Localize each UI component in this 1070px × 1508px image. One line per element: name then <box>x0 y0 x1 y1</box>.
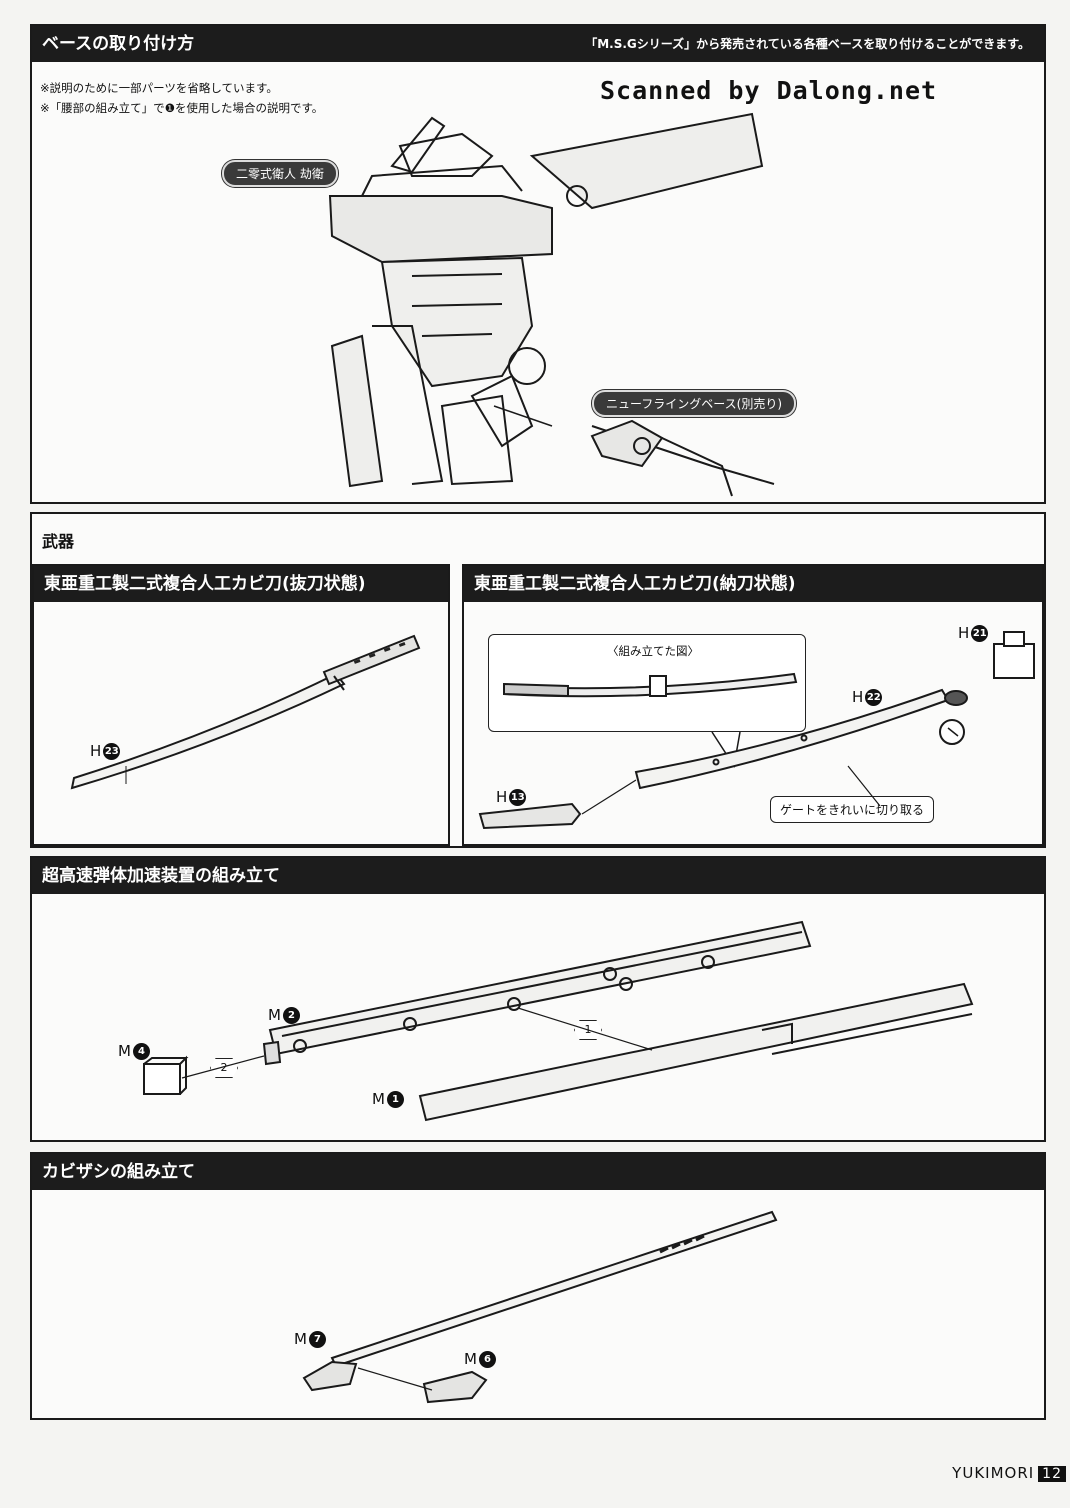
page-number: 12 <box>1038 1466 1066 1482</box>
kabizashi-header: カビザシの組み立て <box>32 1154 1044 1190</box>
accelerator-illustration <box>143 920 974 1122</box>
base-label: ニューフライングベース(別売り) <box>592 390 797 417</box>
footer-brand: YUKIMORI <box>952 1464 1035 1482</box>
base-section-title: ベースの取り付け方 <box>42 34 195 54</box>
part-number-badge: 21 <box>971 625 989 642</box>
drawn-sword-header: 東亜重工製二式複合人工カビ刀(抜刀状態) <box>34 566 448 602</box>
sheathed-sword-illustration <box>478 631 1035 830</box>
sheathed-sword-header: 東亜重工製二式複合人工カビ刀(納刀状態) <box>464 566 1042 602</box>
figure-label: 二零式衛人 劫衛 <box>222 160 338 187</box>
part-number-badge: 2 <box>282 1007 300 1024</box>
part-number-badge: 13 <box>509 789 527 806</box>
part-number-badge: 23 <box>103 743 121 760</box>
part-number-badge: 22 <box>865 689 883 706</box>
drawn-sword-illustration <box>70 634 421 790</box>
part-number-badge: 1 <box>386 1091 404 1108</box>
part-number-badge: 4 <box>132 1043 150 1060</box>
kabizashi-title: カビザシの組み立て <box>42 1162 195 1182</box>
mech-on-base-illustration <box>328 112 775 497</box>
accelerator-title: 超高速弾体加速装置の組み立て <box>42 866 280 886</box>
watermark: Scanned by Dalong.net <box>600 76 938 105</box>
note-line-1: ※説明のために一部パーツを省略しています。 <box>40 81 278 95</box>
assembly-step-2: 2 <box>210 1058 238 1078</box>
accelerator-header: 超高速弾体加速装置の組み立て <box>32 858 1044 894</box>
gate-note: ゲートをきれいに切り取る <box>770 796 935 823</box>
drawn-sword-title: 東亜重工製二式複合人工カビ刀(抜刀状態) <box>44 574 366 594</box>
base-section: ベースの取り付け方 「M.S.Gシリーズ」から発売されている各種ベースを取り付け… <box>30 24 1046 504</box>
part-number-badge: 7 <box>308 1331 326 1348</box>
note-line-2: ※「腰部の組み立て」で❶を使用した場合の説明です。 <box>40 101 324 115</box>
weapons-title: 武器 <box>42 532 75 551</box>
base-section-header: ベースの取り付け方 「M.S.Gシリーズ」から発売されている各種ベースを取り付け… <box>32 26 1044 62</box>
sheathed-sword-title: 東亜重工製二式複合人工カビ刀(納刀状態) <box>474 574 796 594</box>
assembled-view-label: 〈組み立てた図〉 <box>607 644 699 658</box>
kabizashi-illustration <box>302 1210 778 1404</box>
part-number-badge: 6 <box>478 1351 496 1368</box>
base-section-note: 「M.S.Gシリーズ」から発売されている各種ベースを取り付けることができます。 <box>585 37 1030 51</box>
sheathed-sword-panel: 東亜重工製二式複合人工カビ刀(納刀状態) 〈組み立てた図〉 ゲートをきれいに切り… <box>462 564 1044 846</box>
